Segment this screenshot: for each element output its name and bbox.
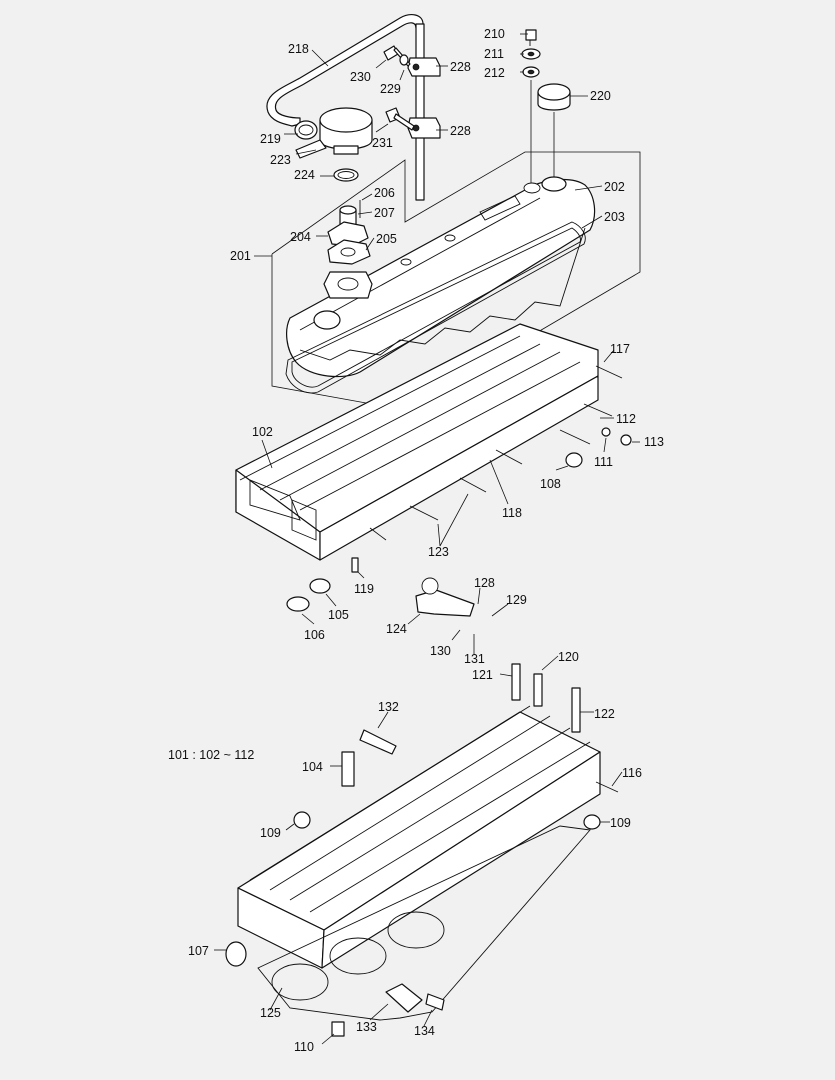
hose-clamp-219 <box>294 120 318 140</box>
label-117: 117 <box>610 342 630 356</box>
label-204: 204 <box>290 230 311 244</box>
seal-rings-105-106 <box>286 578 331 612</box>
head-gasket-125 <box>257 825 591 1021</box>
breather-housing <box>323 271 373 299</box>
label-128: 128 <box>474 576 495 590</box>
leader-lines <box>214 33 640 1045</box>
seal-212 <box>522 66 540 78</box>
label-112: 112 <box>616 412 636 426</box>
label-125: 125 <box>260 1006 281 1020</box>
bolts-117-118-123 <box>369 365 623 541</box>
bolts-120-121-122 <box>511 663 581 733</box>
label-106: 106 <box>304 628 325 642</box>
label-229: 229 <box>380 82 401 96</box>
label-207: 207 <box>374 206 395 220</box>
assembly-formula: 101 : 102 ~ 112 <box>168 748 254 762</box>
washer-211 <box>521 48 541 60</box>
label-219: 219 <box>260 132 281 146</box>
label-223: 223 <box>270 153 291 167</box>
o-ring-224 <box>333 168 359 182</box>
label-218: 218 <box>288 42 309 56</box>
label-120: 120 <box>558 650 579 664</box>
plug-108 <box>565 452 583 468</box>
label-202: 202 <box>604 180 625 194</box>
label-107: 107 <box>188 944 209 958</box>
cover-bracket-201 <box>271 151 641 411</box>
label-119: 119 <box>354 582 374 596</box>
label-129: 129 <box>506 593 527 607</box>
label-110: 110 <box>294 1040 314 1054</box>
cylinder-head-lower <box>237 705 601 969</box>
bolt-231 <box>385 107 415 131</box>
label-124: 124 <box>386 622 407 636</box>
label-116: 116 <box>622 766 642 780</box>
bolt-116 <box>595 781 619 793</box>
brackets-228 <box>407 57 441 139</box>
label-210: 210 <box>484 27 505 41</box>
plugs-109 <box>293 811 601 830</box>
breather-valve-206-207 <box>339 200 361 227</box>
breather-223 <box>295 107 373 159</box>
label-134: 134 <box>414 1024 435 1038</box>
label-212: 212 <box>484 66 505 80</box>
label-123: 123 <box>428 545 449 559</box>
injector-132 <box>359 729 397 755</box>
filler-cap-220 <box>537 83 571 111</box>
label-121: 121 <box>472 668 493 682</box>
label-105: 105 <box>328 608 349 622</box>
part-labels: 218 230 229 228 228 231 219 223 224 206 … <box>168 27 664 1054</box>
label-206: 206 <box>374 186 395 200</box>
label-108: 108 <box>540 477 561 491</box>
label-220: 220 <box>590 89 611 103</box>
label-132: 132 <box>378 700 399 714</box>
label-224: 224 <box>294 168 315 182</box>
label-211: 211 <box>484 47 504 61</box>
bolt-230-washer-229 <box>383 45 411 67</box>
label-228-bottom: 228 <box>450 124 471 138</box>
label-130: 130 <box>430 644 451 658</box>
label-131: 131 <box>464 652 485 666</box>
label-122: 122 <box>594 707 615 721</box>
label-109-right: 109 <box>610 816 631 830</box>
bracket-124 <box>415 577 475 617</box>
gaskets-204-205 <box>327 221 371 265</box>
label-230: 230 <box>350 70 371 84</box>
sleeve-104 <box>341 751 355 787</box>
label-201: 201 <box>230 249 251 263</box>
seal-107 <box>225 941 247 967</box>
plug-111-113 <box>601 427 632 446</box>
label-205: 205 <box>376 232 397 246</box>
label-203: 203 <box>604 210 625 224</box>
plug-110 <box>331 1021 345 1037</box>
label-109-left: 109 <box>260 826 281 840</box>
label-231: 231 <box>372 136 393 150</box>
label-111: 111 <box>594 455 613 469</box>
label-113: 113 <box>644 435 664 449</box>
cover-plate-133-bolt-134 <box>385 983 445 1013</box>
label-104: 104 <box>302 760 323 774</box>
label-228-top: 228 <box>450 60 471 74</box>
cylinder-head-upper <box>235 323 599 561</box>
label-118: 118 <box>502 506 522 520</box>
label-133: 133 <box>356 1020 377 1034</box>
cover-gasket-203 <box>285 221 586 394</box>
pin-119 <box>351 557 359 573</box>
label-102: 102 <box>252 425 273 439</box>
bolt-210 <box>525 29 537 46</box>
